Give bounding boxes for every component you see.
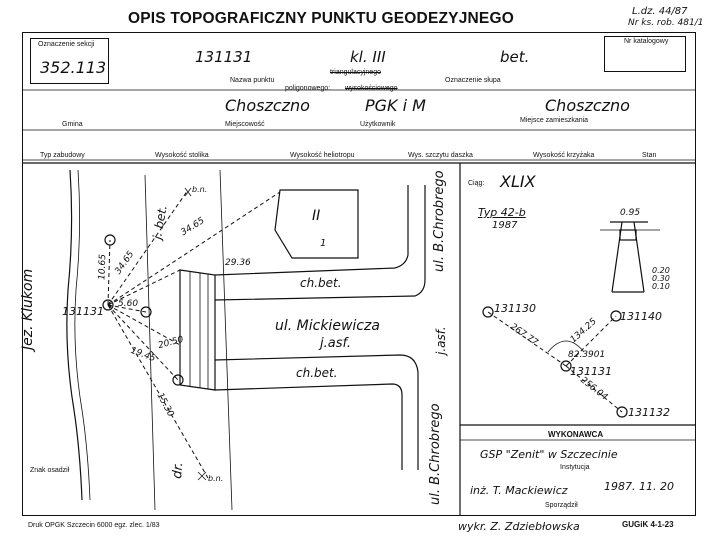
post-value: bet. — [500, 48, 530, 66]
drawn-by: wykr. Z. Zdziebłowska — [458, 520, 580, 533]
traverse-value: XLIX — [500, 172, 536, 191]
gmina-label: Gmina — [62, 121, 83, 128]
user-label: Użytkownik — [360, 121, 396, 128]
residence-label: Miejsce zamieszkania — [520, 117, 589, 124]
dim-b: 0.30 — [652, 274, 670, 283]
traverse-point-c: 131131 — [570, 365, 612, 378]
reference-number: L.dz. 44/87 — [632, 6, 688, 17]
form-code: GUGiK 4-1-23 — [622, 520, 674, 529]
dim-a: 0.20 — [652, 266, 670, 275]
post-label: Oznaczenie słupa — [445, 77, 501, 84]
work-book-number: Nr ks. rob. 481/1 — [628, 18, 704, 28]
print-info: Druk OPGK Szczecin 6000 egz. zlec. 1/83 — [28, 522, 160, 529]
sidewalk-top: ch.bet. — [300, 276, 342, 290]
section-value: 352.113 — [40, 58, 107, 77]
locality-label: Miejscowość — [225, 121, 265, 128]
catalog-label: Nr katalogowy — [624, 38, 669, 45]
locality-value: Choszczno — [225, 96, 310, 115]
institution-label: Instytucja — [560, 464, 590, 471]
street1-surface: j.asf. — [320, 336, 351, 351]
section-label: Oznaczenie sekcji — [38, 41, 95, 48]
state-label: Stan — [642, 152, 657, 159]
point-label: 131131 — [62, 305, 104, 318]
street2-surface: j.asf. — [434, 326, 448, 355]
heliotrope-height-label: Wysokość heliotropu — [290, 152, 355, 159]
point-number: 131131 — [195, 48, 253, 66]
marker-bottom: b.n. — [208, 474, 224, 483]
executor-date: 1987. 11. 20 — [604, 480, 674, 493]
roof-height-label: Wys. szczytu daszka — [408, 152, 473, 159]
form-frame — [22, 32, 696, 516]
table-height-label: Wysokość stolika — [155, 152, 209, 159]
executor-company: GSP "Zenit" w Szczecinie — [480, 448, 618, 461]
traverse-point-a: 131130 — [494, 302, 536, 315]
sidewalk-bottom: ch.bet. — [296, 366, 338, 380]
traverse-point-d: 131132 — [628, 406, 670, 419]
dist-4: 29.36 — [225, 258, 251, 268]
traverse-label: Ciąg: — [468, 180, 485, 187]
dim-c: 0.10 — [652, 282, 670, 291]
traverse-point-b: 131140 — [620, 310, 662, 323]
user-value: PGK i M — [365, 96, 426, 115]
point-type-struck: triangulacyjnego — [330, 69, 381, 76]
section-box — [30, 38, 109, 84]
road-dr: dr. — [170, 461, 187, 480]
building-number: II — [312, 208, 321, 224]
traverse-angle: 82.3901 — [568, 350, 606, 360]
settled-by-label: Znak osadził — [30, 467, 70, 474]
street2-top: ul. B.Chrobrego — [432, 170, 447, 272]
point-type-struck2: wysokościowego — [345, 85, 398, 92]
dist-5: 5.60 — [118, 299, 139, 309]
street1-label: ul. Mickiewicza — [275, 318, 380, 334]
marker-type: Typ 42-b — [478, 206, 526, 219]
dim-top: 0.95 — [620, 208, 641, 218]
building-outline — [274, 189, 359, 259]
point-class: kl. III — [350, 48, 386, 66]
lake-label: Jez. Klukom — [20, 268, 36, 350]
cross-height-label: Wysokość krzyżaka — [533, 152, 595, 159]
dist-3: 10.65 — [97, 253, 109, 281]
point-type-label: poligonowego: — [285, 85, 331, 92]
form-title: OPIS TOPOGRAFICZNY PUNKTU GEODEZYJNEGO — [128, 10, 514, 27]
build-type-label: Typ zabudowy — [40, 152, 85, 159]
residence-value: Choszczno — [545, 96, 630, 115]
name-label: Nazwa punktu — [230, 77, 275, 84]
marker-top: b.n. — [192, 185, 208, 194]
prepared-label: Sporządził — [545, 502, 578, 509]
building-sub: 1 — [320, 238, 327, 249]
street2-bottom: ul. B.Chrobrego — [428, 403, 443, 505]
marker-year: 1987 — [492, 220, 518, 231]
catalog-box — [604, 36, 686, 72]
executor-header: WYKONAWCA — [548, 430, 604, 439]
executor-person: inż. T. Mackiewicz — [470, 484, 568, 497]
